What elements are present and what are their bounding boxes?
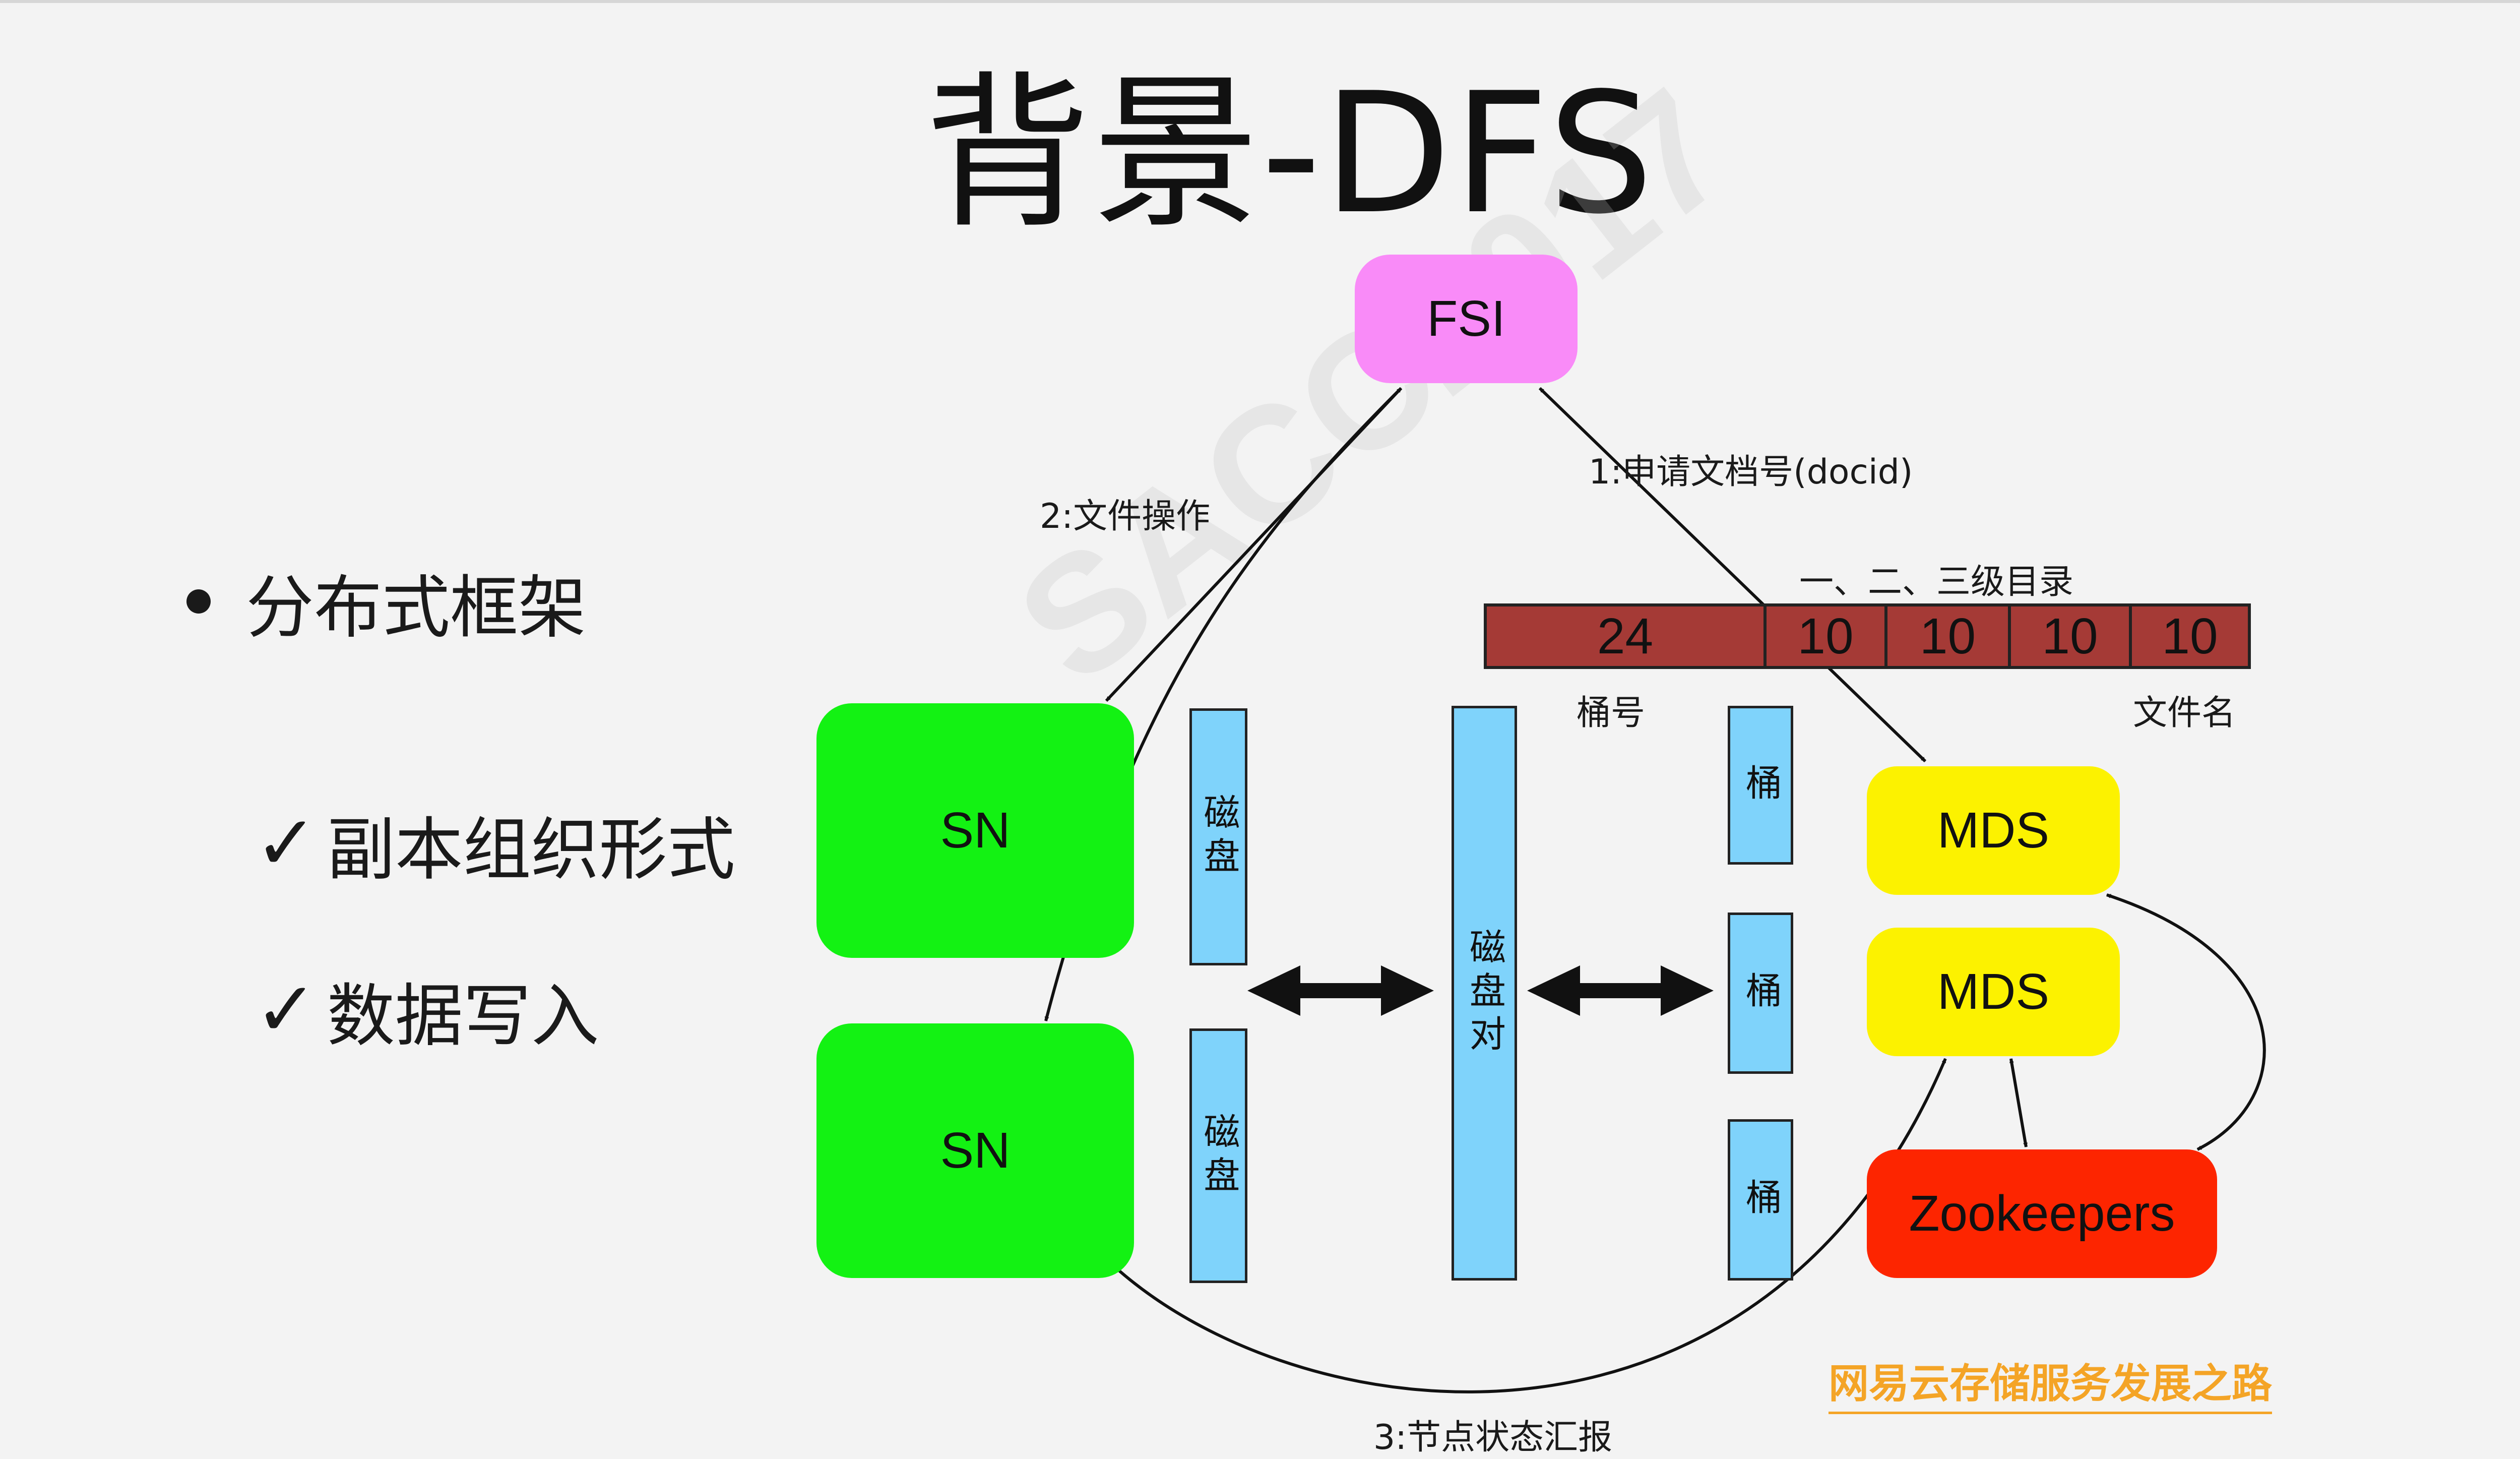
dir-bit-cell: 10 bbox=[2162, 607, 2218, 664]
flow-arrows bbox=[1247, 965, 1714, 1016]
bucket-label: 桶 bbox=[1739, 1178, 1782, 1222]
bullet-text: 分布式框架 bbox=[246, 568, 586, 647]
step2-label: 2:文件操作 bbox=[1040, 497, 1211, 536]
pair-bucket-double-arrow bbox=[1527, 965, 1714, 1016]
step3-label: 3:节点状态汇报 bbox=[1373, 1418, 1613, 1457]
dir-levels-label: 一、二、三级目录 bbox=[1799, 562, 2074, 602]
bullet-item: 分布式框架 bbox=[186, 552, 586, 651]
disk-label: 磁盘 bbox=[1197, 794, 1240, 880]
bucket-label: 桶 bbox=[1739, 763, 1782, 807]
bucket-bar: 桶 bbox=[1728, 706, 1793, 865]
disk-pair-bar: 磁盘对 bbox=[1452, 706, 1517, 1281]
check-icon: ✓ bbox=[255, 966, 318, 1054]
file-name-label: 文件名 bbox=[2133, 693, 2236, 733]
bullet-dot-icon bbox=[186, 589, 211, 614]
disk-bar: 磁盘 bbox=[1189, 708, 1247, 965]
check-item: ✓ 副本组织形式 bbox=[255, 794, 735, 893]
disk-label: 磁盘 bbox=[1197, 1112, 1240, 1199]
bucket-label: 桶 bbox=[1739, 971, 1782, 1015]
step1-label: 1:申请文档号(docid) bbox=[1589, 452, 1913, 492]
sn-node: SN bbox=[816, 703, 1134, 958]
disk-bar: 磁盘 bbox=[1189, 1028, 1247, 1283]
check-item-text: 副本组织形式 bbox=[327, 810, 735, 889]
mds-node: MDS bbox=[1867, 766, 2120, 895]
dir-bit-bar: 24 10 10 10 10 bbox=[1484, 603, 2251, 669]
dir-bit-cell: 10 bbox=[1887, 606, 2011, 666]
disk-pair-label: 磁盘对 bbox=[1463, 928, 1506, 1058]
dir-bit-cell: 10 bbox=[1767, 606, 1887, 666]
page-title: 背景-DFS bbox=[924, 57, 1656, 251]
bucket-no-label: 桶号 bbox=[1577, 693, 1646, 733]
fsi-mds-arrow bbox=[1538, 387, 1927, 763]
sn-node: SN bbox=[816, 1023, 1134, 1278]
check-item: ✓ 数据写入 bbox=[255, 960, 599, 1059]
top-rule bbox=[0, 0, 2520, 3]
check-item-text: 数据写入 bbox=[327, 977, 599, 1056]
dir-bit-cell: 24 bbox=[1487, 606, 1767, 666]
mds-zk-side-arrow bbox=[2106, 893, 2266, 1151]
brand-label: 网易云存储服务发展之路 bbox=[1829, 1351, 2272, 1414]
mds-zk-arrow bbox=[2009, 1058, 2028, 1147]
dir-bit-cell: 10 bbox=[2011, 606, 2132, 666]
fsi-node: FSI bbox=[1355, 255, 1578, 383]
mds-node: MDS bbox=[1867, 928, 2120, 1056]
disk-pair-double-arrow bbox=[1247, 965, 1434, 1016]
bullet-list: 分布式框架 bbox=[186, 552, 586, 651]
zookeepers-node: Zookeepers bbox=[1867, 1149, 2217, 1278]
bucket-bar: 桶 bbox=[1728, 1119, 1793, 1281]
sn-mds-status-arrow bbox=[1118, 1058, 1947, 1393]
bucket-bar: 桶 bbox=[1728, 913, 1793, 1074]
check-icon: ✓ bbox=[255, 800, 318, 887]
